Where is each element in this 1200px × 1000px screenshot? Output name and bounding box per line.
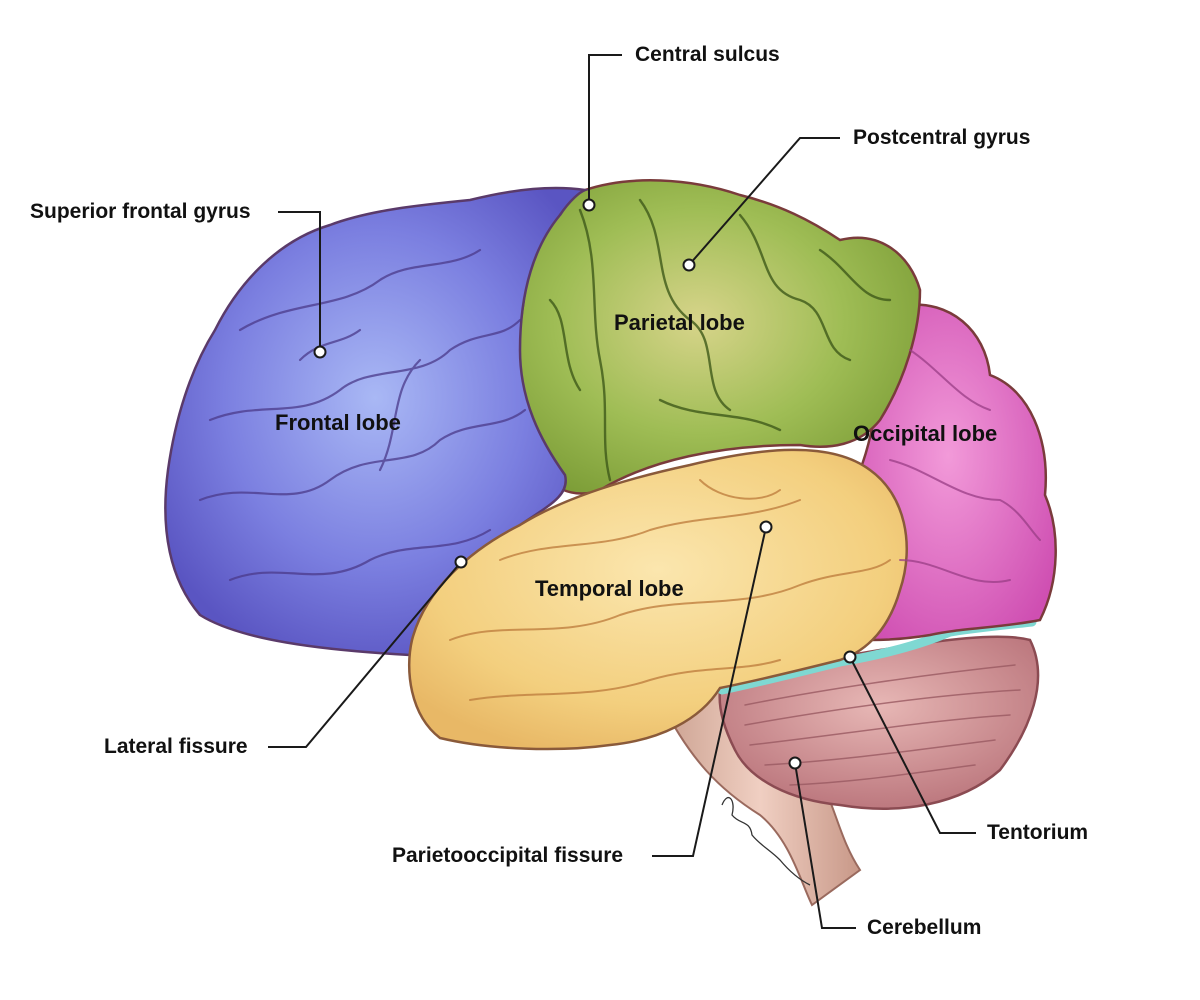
parietooccipital-fissure-label: Parietooccipital fissure — [392, 844, 624, 867]
parietal-lobe-label: Parietal lobe — [614, 310, 745, 335]
superior-frontal-gyrus-label: Superior frontal gyrus — [30, 200, 251, 223]
leader-cerebellum — [794, 762, 856, 929]
central-sulcus-label: Central sulcus — [635, 43, 780, 66]
leader-parietooccipital-fissure — [652, 526, 767, 857]
leader-superior-frontal-gyrus — [278, 211, 321, 352]
leader-lateral-fissure — [268, 561, 462, 748]
parietal-lobe — [516, 179, 922, 495]
leader-lines — [268, 54, 976, 929]
dot-superior-frontal-gyrus — [313, 345, 327, 359]
tentorium-label: Tentorium — [987, 821, 1089, 844]
leader-central-sulcus — [588, 54, 622, 205]
dot-postcentral-gyrus — [682, 258, 696, 272]
lateral-fissure-label: Lateral fissure — [104, 735, 248, 758]
frontal-lobe — [164, 186, 590, 657]
cerebellum-label: Cerebellum — [867, 916, 982, 939]
temporal-lobe-label: Temporal lobe — [535, 576, 684, 601]
occipital-lobe-label: Occipital lobe — [853, 421, 998, 446]
dot-cerebellum — [788, 756, 802, 770]
dot-lateral-fissure — [454, 555, 468, 569]
frontal-lobe-label: Frontal lobe — [275, 410, 401, 435]
dot-parietooccipital-fissure — [759, 520, 773, 534]
callout-dots — [313, 198, 857, 770]
postcentral-gyrus-label: Postcentral gyrus — [853, 126, 1031, 149]
artist-signature — [721, 796, 811, 886]
leader-postcentral-gyrus — [688, 137, 840, 266]
dot-central-sulcus — [582, 198, 596, 212]
leader-tentorium — [849, 656, 976, 834]
temporal-lobe — [407, 448, 908, 751]
dot-tentorium — [843, 650, 857, 664]
